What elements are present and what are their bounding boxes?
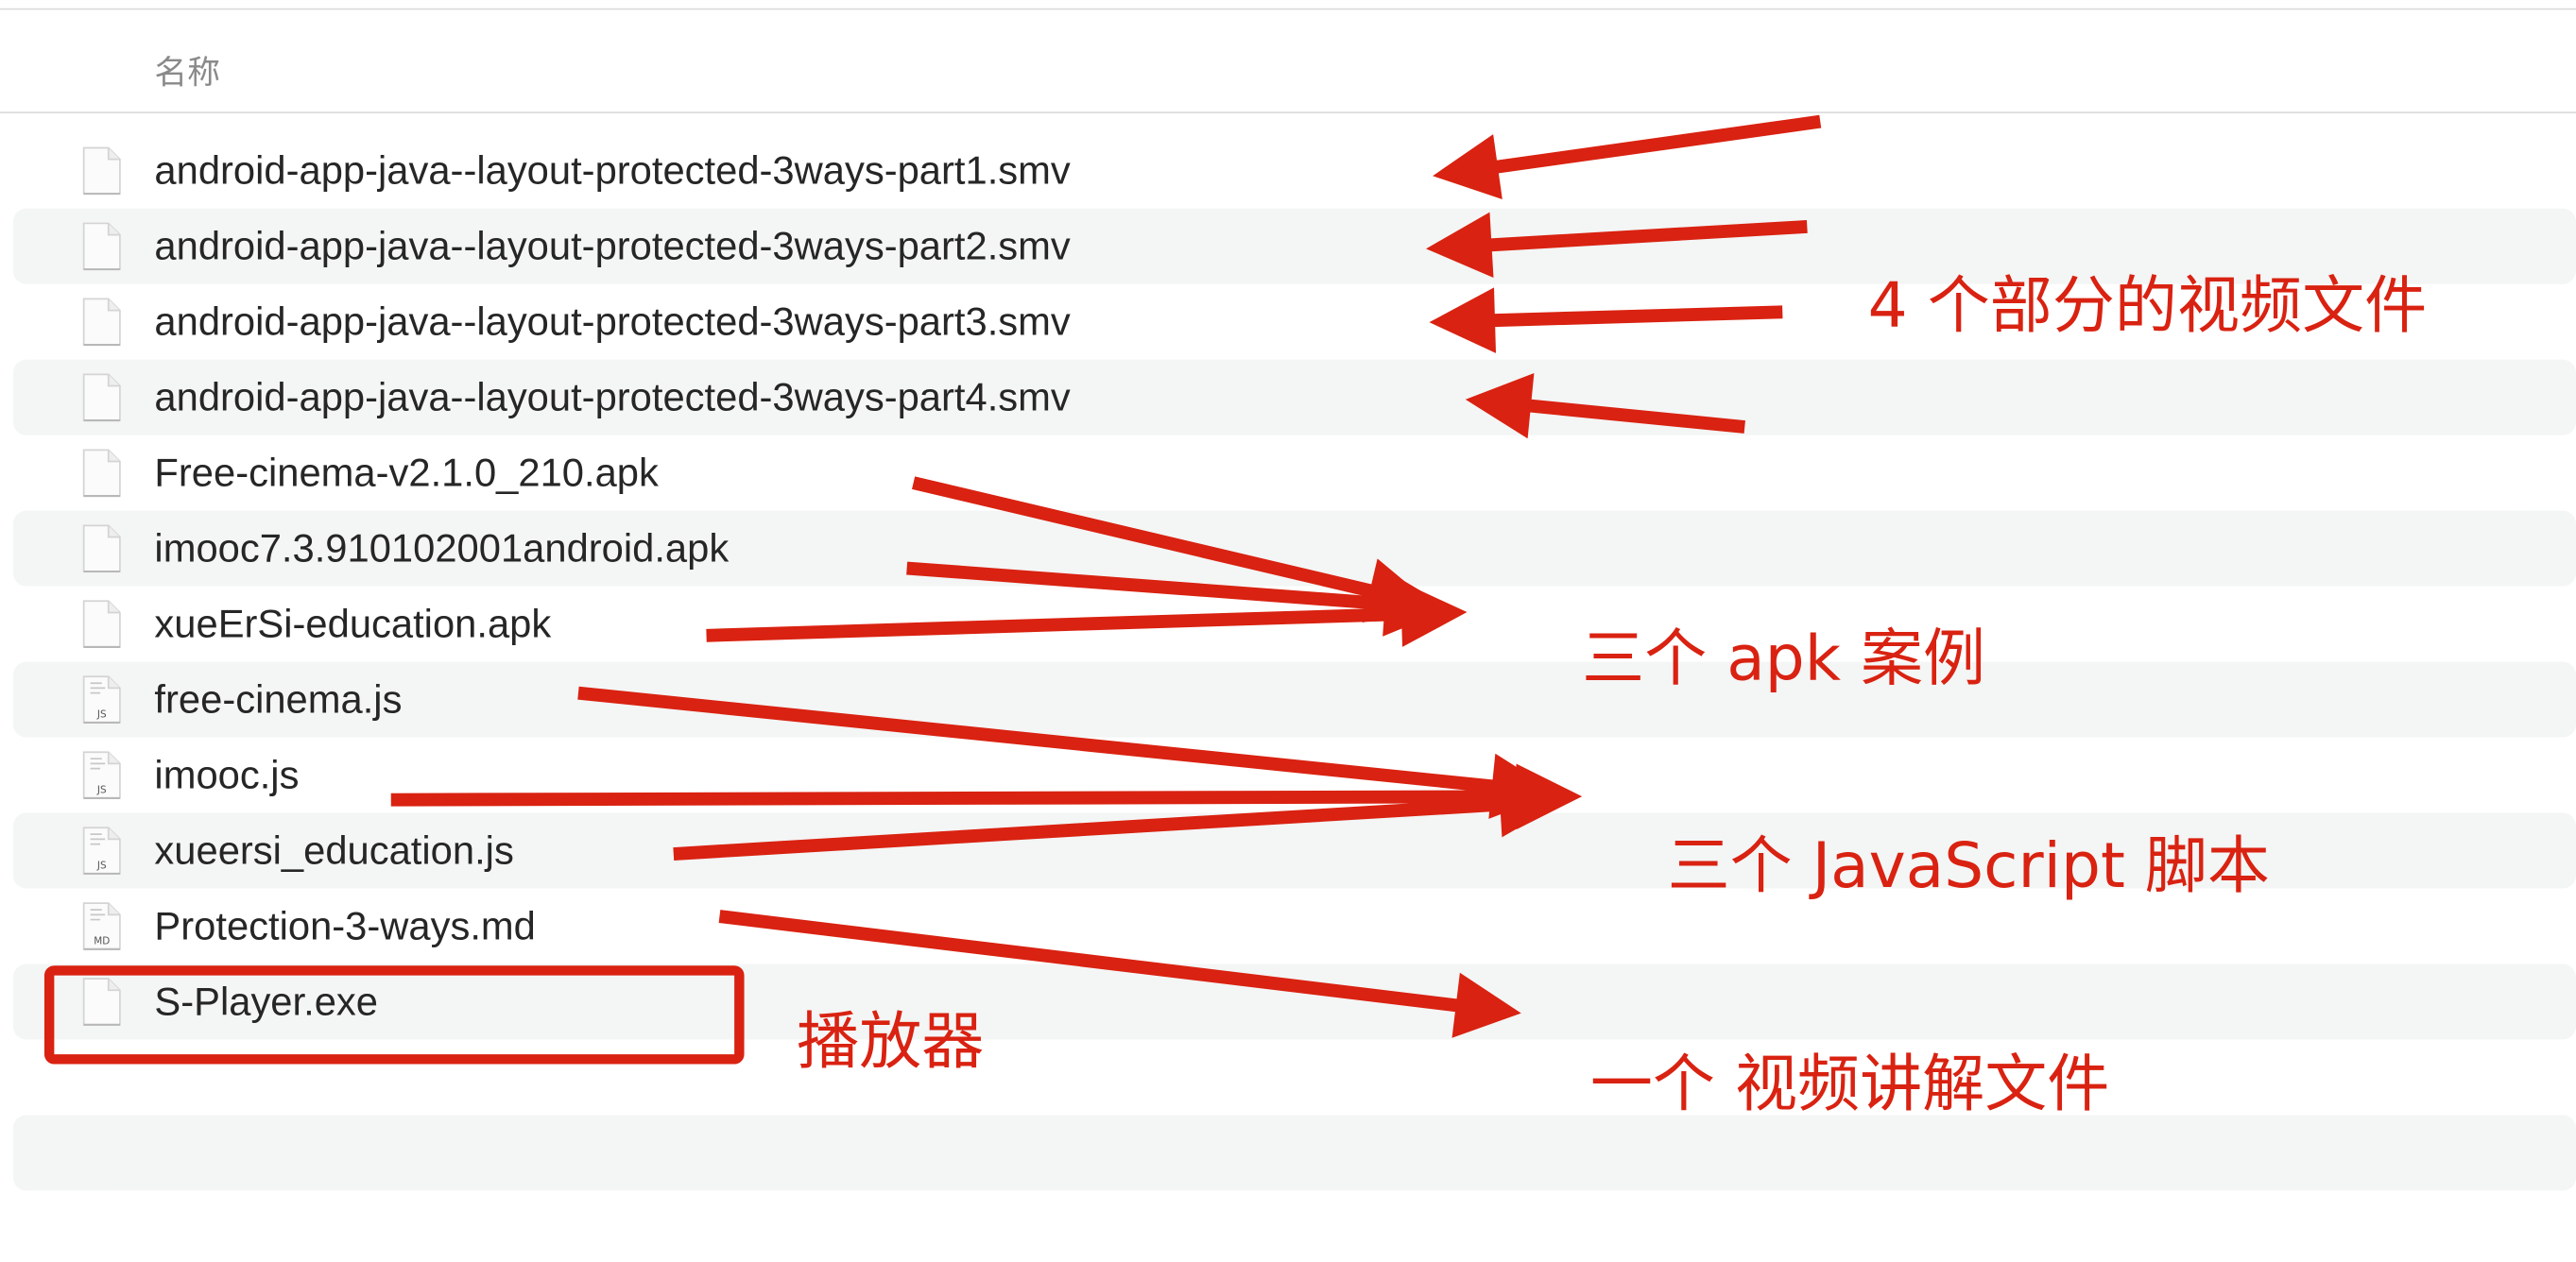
arrow (1426, 212, 1808, 279)
file-name: xueersi_education.js (154, 828, 514, 874)
file-row[interactable]: JS free-cinema.js (12, 661, 2576, 738)
file-row[interactable]: JS imooc.js (13, 738, 2576, 813)
divider (0, 8, 2576, 10)
arrow (1465, 373, 1745, 439)
js-file-icon: JS (82, 675, 121, 724)
generic-file-icon (82, 222, 121, 271)
arrow (390, 763, 1583, 830)
file-name: android-app-java--layout-protected-3ways… (154, 376, 1071, 421)
file-name: android-app-java--layout-protected-3ways… (154, 149, 1071, 195)
file-row[interactable]: android-app-java--layout-protected-3ways… (13, 284, 2576, 360)
arrow (706, 581, 1468, 647)
file-name: android-app-java--layout-protected-3ways… (154, 225, 1071, 270)
generic-file-icon (82, 146, 121, 196)
arrow (912, 476, 1434, 623)
highlight-box (43, 965, 745, 1065)
column-header-name[interactable]: 名称 (154, 56, 220, 93)
generic-file-icon (82, 524, 121, 573)
file-type-badge: JS (96, 709, 107, 721)
file-row[interactable]: JS xueersi_education.js (12, 812, 2576, 889)
file-name: S-Player.exe (154, 980, 378, 1025)
arrow (1429, 287, 1783, 353)
column-header[interactable]: 名称 (0, 9, 2576, 113)
js-file-icon: JS (82, 751, 121, 799)
file-row[interactable]: android-app-java--layout-protected-3ways… (13, 133, 2576, 209)
arrow (1433, 114, 1822, 199)
arrow (577, 686, 1558, 819)
file-row[interactable]: Free-cinema-v2.1.0_210.apk (13, 435, 2576, 511)
generic-file-icon (82, 298, 121, 347)
annotation-videos: 4 个部分的视频文件 (1867, 269, 2428, 342)
file-name: android-app-java--layout-protected-3ways… (154, 300, 1071, 346)
file-list: android-app-java--layout-protected-3ways… (0, 133, 2576, 1191)
file-row[interactable]: xueErSi-education.apk (13, 587, 2576, 662)
generic-file-icon (82, 449, 121, 498)
generic-file-icon (82, 373, 121, 422)
file-name: Protection-3-ways.md (154, 904, 536, 949)
generic-file-icon (82, 600, 121, 649)
file-type-badge: JS (96, 861, 107, 872)
js-file-icon: JS (82, 827, 121, 875)
file-row[interactable]: S-Player.exe (12, 964, 2576, 1040)
annotation-apks: 三个 apk 案例 (1582, 622, 1986, 695)
md-file-icon: MD (82, 902, 121, 950)
file-row[interactable]: MD Protection-3-ways.md (13, 889, 2576, 964)
annotation-scripts: 三个 JavaScript 脚本 (1667, 828, 2271, 902)
file-type-badge: MD (94, 936, 110, 947)
arrow (673, 772, 1566, 861)
arrow (906, 561, 1451, 637)
file-row[interactable]: android-app-java--layout-protected-3ways… (12, 208, 2576, 284)
file-row[interactable]: android-app-java--layout-protected-3ways… (12, 359, 2576, 435)
empty-row (12, 1115, 2576, 1191)
arrow (718, 910, 1521, 1038)
file-type-badge: JS (96, 785, 107, 796)
generic-file-icon (82, 978, 121, 1026)
annotation-lecture: 一个 视频讲解文件 (1589, 1048, 2110, 1120)
file-name: xueErSi-education.apk (154, 603, 552, 647)
file-name: Free-cinema-v2.1.0_210.apk (154, 452, 659, 497)
file-name: free-cinema.js (154, 678, 403, 723)
file-name: imooc.js (154, 753, 300, 798)
annotation-player: 播放器 (797, 1004, 985, 1078)
file-name: imooc7.3.910102001android.apk (154, 527, 730, 571)
